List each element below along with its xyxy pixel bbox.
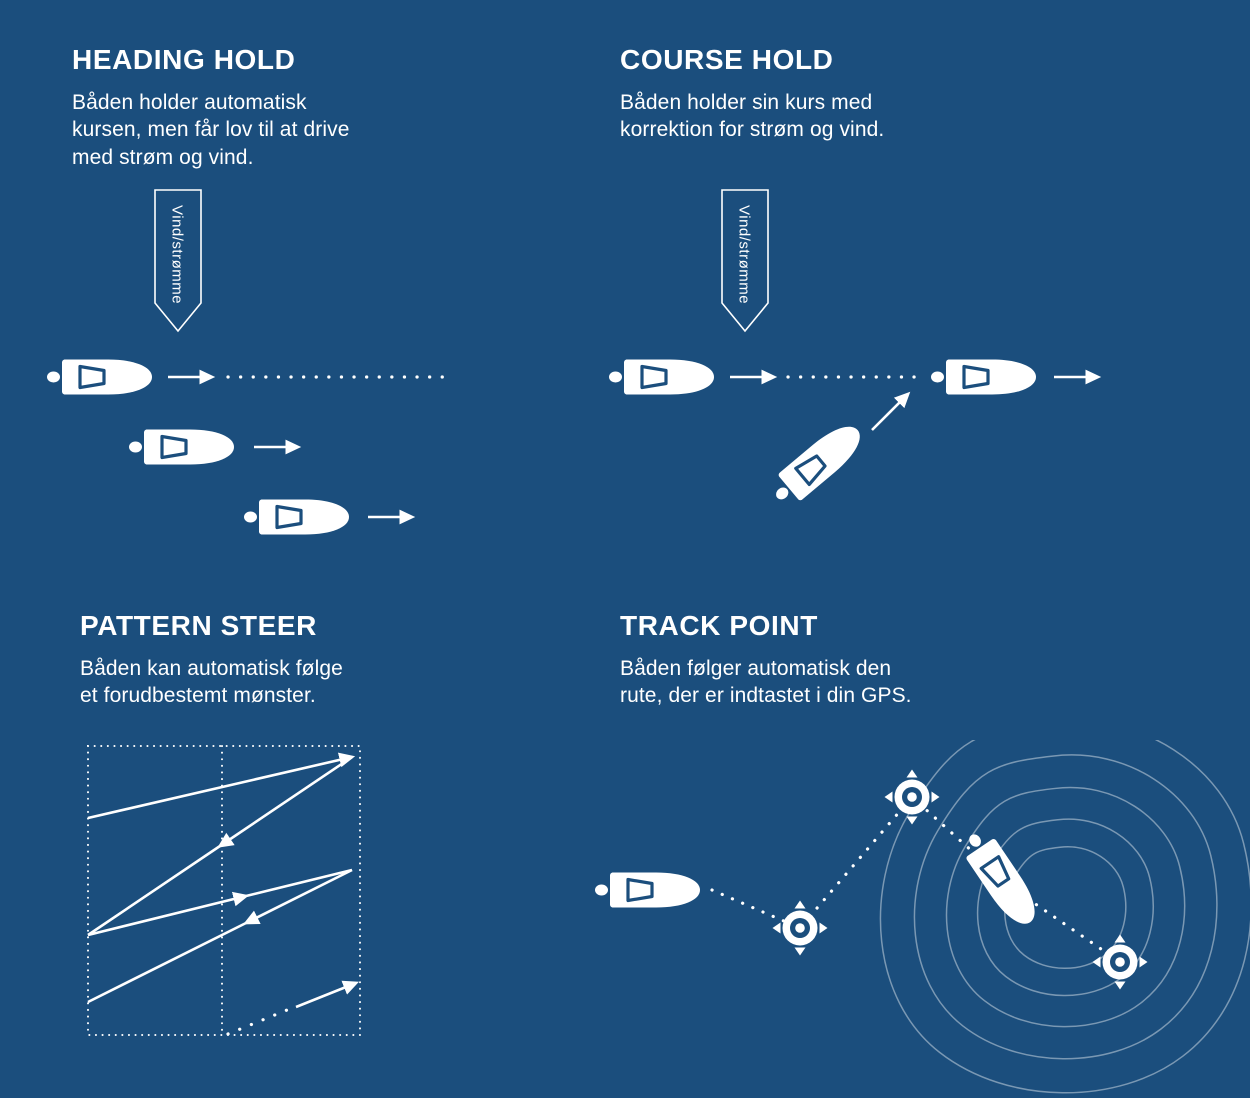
pattern-leg-arrow (87, 755, 353, 937)
description-line: rute, der er indtastet i din GPS. (620, 684, 912, 708)
correction-arrow-icon (871, 391, 911, 431)
boat-icon (593, 870, 702, 910)
panel-course-hold-text: COURSE HOLD Båden holder sin kurs med ko… (620, 44, 1010, 144)
waypoint-icon (884, 769, 940, 825)
heading-hold-title: HEADING HOLD (72, 44, 296, 75)
course-hold-description: Båden holder sin kurs med korrektion for… (620, 89, 1010, 144)
track-point-description: Båden følger automatisk den rute, der er… (620, 655, 1010, 710)
pattern-boundary (87, 745, 361, 1036)
drifted-boat (764, 415, 871, 513)
waypoint-icon (772, 900, 828, 956)
pattern-leg-arrow (87, 868, 353, 937)
course-hold-title: COURSE HOLD (620, 44, 834, 75)
pattern-steer-title: PATTERN STEER (80, 610, 317, 641)
boat-icon (45, 357, 154, 397)
heading-hold-description: Båden holder automatisk kursen, men får … (72, 89, 452, 171)
description-line: med strøm og vind. (72, 145, 254, 169)
panel-track-point-text: TRACK POINT Båden følger automatisk den … (620, 610, 1010, 710)
course-hold-diagram: Vind/strømme (607, 189, 1102, 513)
pattern-leg-arrow (295, 980, 359, 1009)
pattern-leg-arrow (87, 752, 356, 820)
pattern-steer-diagram (87, 745, 361, 1036)
boat-icon (955, 823, 1047, 934)
contour-lines-icon (879, 740, 1250, 1095)
turning-boat (955, 823, 1047, 934)
description-line: et forudbestemt mønster. (80, 684, 316, 708)
boat-icon (242, 497, 351, 537)
panel-heading-hold-text: HEADING HOLD Båden holder automatisk kur… (72, 44, 452, 171)
description-line: Båden holder sin kurs med (620, 91, 873, 114)
pattern-dotted-leg (226, 1006, 294, 1036)
boat-icon (127, 427, 236, 467)
heading-hold-diagram: Vind/strømme (45, 189, 454, 537)
wind-label: Vind/strømme (169, 205, 186, 304)
pattern-leg-arrow (87, 868, 353, 1004)
wind-arrow-icon (721, 189, 769, 333)
description-line: Båden kan automatisk følge (80, 657, 343, 680)
boat-icon (607, 357, 716, 397)
description-line: kursen, men får lov til at drive (72, 118, 350, 142)
track-point-title: TRACK POINT (620, 610, 818, 641)
boat-icon (764, 415, 871, 513)
boat-icon (929, 357, 1038, 397)
description-line: Båden følger automatisk den (620, 657, 892, 680)
description-line: Båden holder automatisk (72, 91, 307, 114)
track-point-diagram (593, 740, 1250, 1095)
wind-label: Vind/strømme (736, 205, 753, 304)
wind-arrow-icon (154, 189, 202, 333)
pattern-steer-description: Båden kan automatisk følge et forudbeste… (80, 655, 450, 710)
waypoint-icon (1092, 934, 1148, 990)
description-line: korrektion for strøm og vind. (620, 118, 885, 142)
panel-pattern-steer-text: PATTERN STEER Båden kan automatisk følge… (80, 610, 450, 710)
